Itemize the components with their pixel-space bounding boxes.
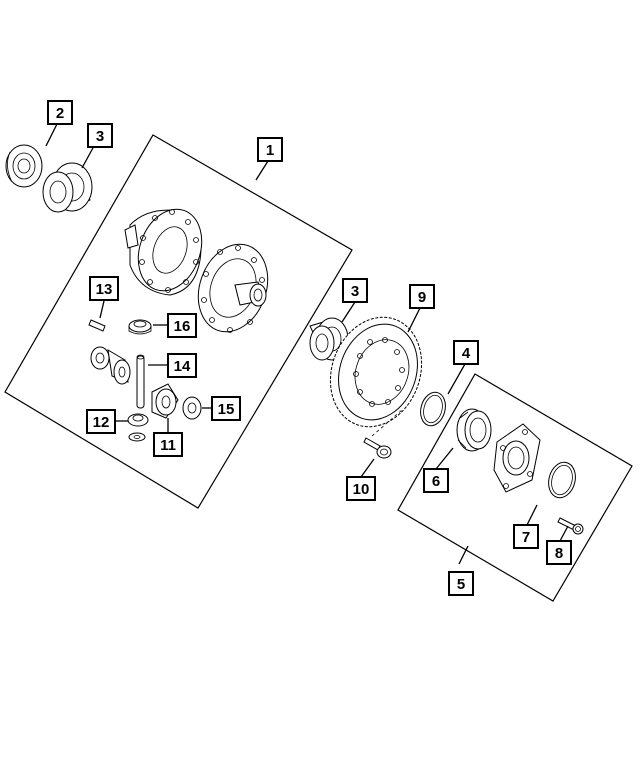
callout-13-label: 13 [96,281,113,298]
callout-3-lower: 3 [342,278,368,303]
tapered-bearing-lower-part [309,317,349,361]
differential-case-left-part [124,208,203,296]
callout-10-label: 10 [353,481,370,498]
callout-9-label: 9 [418,289,426,306]
callout-10: 10 [346,476,376,501]
callout-9: 9 [409,284,435,309]
ring-gear-part [329,316,423,428]
callout-3-upper-label: 3 [96,128,104,145]
pinion-gear-lower-part [127,413,149,442]
callout-7-label: 7 [522,529,530,546]
callout-3-lower-label: 3 [351,283,359,300]
retainer-bolt-part [557,517,584,535]
callout-16: 16 [167,313,197,338]
callout-11: 11 [153,432,183,457]
side-gear-left-part [90,346,131,385]
ring-gear-bolt-part [363,437,392,459]
cross-shaft-part [136,354,145,409]
differential-case-right-part [197,243,269,333]
callout-12: 12 [86,409,116,434]
callout-6-label: 6 [432,473,440,490]
o-ring-part [548,461,576,499]
callout-1: 1 [257,137,283,162]
callout-12-label: 12 [93,414,110,431]
callout-5-label: 5 [457,576,465,593]
callout-4-label: 4 [462,345,471,362]
callout-8: 8 [546,540,572,565]
callout-11-label: 11 [160,437,176,454]
group-outline-differential [4,134,353,509]
callout-3-upper: 3 [87,123,113,148]
callout-1-label: 1 [266,142,274,159]
callout-7: 7 [513,524,539,549]
bearing-cup-part [5,144,43,188]
callout-14: 14 [167,353,197,378]
callout-4: 4 [453,340,479,365]
callout-15: 15 [211,396,241,421]
bearing-retainer-plate-part [493,423,541,493]
leader-lines [45,123,569,565]
callout-14-label: 14 [174,358,191,375]
tapered-bearing-upper-part [42,162,93,213]
bolt-alignment-line [371,409,403,437]
callout-2: 2 [47,100,73,125]
callout-13: 13 [89,276,119,301]
side-gear-right-part [151,383,179,419]
callout-5: 5 [448,571,474,596]
callout-16-label: 16 [174,318,191,335]
roll-pin-part [88,319,106,332]
callout-6: 6 [423,468,449,493]
pinion-gear-upper-part [128,319,152,335]
seal-bearing-cup-part [456,408,492,452]
callout-8-label: 8 [555,545,563,562]
callout-2-label: 2 [56,105,64,122]
group-outline-retainer-kit [397,373,633,602]
callout-15-label: 15 [218,401,235,418]
thrust-washer-part [182,396,202,420]
shim-ring-part [420,391,446,427]
